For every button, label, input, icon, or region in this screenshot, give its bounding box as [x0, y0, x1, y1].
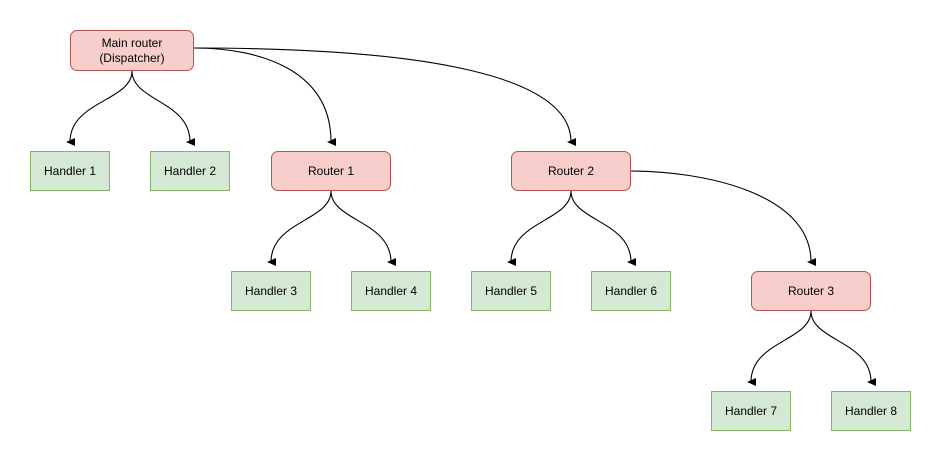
- node-label-router-1: Router 1: [307, 163, 355, 178]
- node-handler-5[interactable]: Handler 5: [471, 271, 551, 311]
- edge-main-to-handler-2: [131, 70, 196, 146]
- edge-main-to-handler-1: [66, 70, 133, 147]
- node-handler-7[interactable]: Handler 7: [711, 391, 791, 431]
- node-handler-2[interactable]: Handler 2: [150, 151, 230, 191]
- edge-router-3-to-handler-8: [810, 310, 877, 386]
- node-router-2[interactable]: Router 2: [511, 151, 631, 191]
- edge-router-1-to-handler-3: [267, 190, 332, 267]
- node-label-router-3: Router 3: [787, 283, 835, 298]
- edge-router-1-to-handler-4: [330, 190, 397, 266]
- node-label-router-2: Router 2: [547, 163, 595, 178]
- edge-main-to-router-1: [193, 47, 337, 146]
- node-handler-3[interactable]: Handler 3: [231, 271, 311, 311]
- node-router-1[interactable]: Router 1: [271, 151, 391, 191]
- node-label-handler-6: Handler 6: [604, 283, 658, 298]
- node-label-handler-7: Handler 7: [724, 403, 778, 418]
- node-label-handler-5: Handler 5: [484, 283, 538, 298]
- node-handler-4[interactable]: Handler 4: [351, 271, 431, 311]
- edge-router-2-to-router-3: [630, 170, 817, 266]
- node-handler-8[interactable]: Handler 8: [831, 391, 911, 431]
- node-label-handler-8: Handler 8: [844, 403, 898, 418]
- edge-router-2-to-handler-5: [507, 190, 572, 267]
- node-handler-6[interactable]: Handler 6: [591, 271, 671, 311]
- node-label-main-router: Main router (Dispatcher): [99, 35, 165, 65]
- node-main-router[interactable]: Main router (Dispatcher): [70, 30, 194, 71]
- edge-router-2-to-handler-6: [570, 190, 637, 266]
- edge-router-3-to-handler-7: [747, 310, 812, 387]
- node-label-handler-4: Handler 4: [364, 283, 418, 298]
- node-label-handler-1: Handler 1: [43, 163, 97, 178]
- edge-main-to-router-2: [193, 47, 577, 146]
- node-handler-1[interactable]: Handler 1: [30, 151, 110, 191]
- node-router-3[interactable]: Router 3: [751, 271, 871, 311]
- node-label-handler-2: Handler 2: [163, 163, 217, 178]
- node-label-handler-3: Handler 3: [244, 283, 298, 298]
